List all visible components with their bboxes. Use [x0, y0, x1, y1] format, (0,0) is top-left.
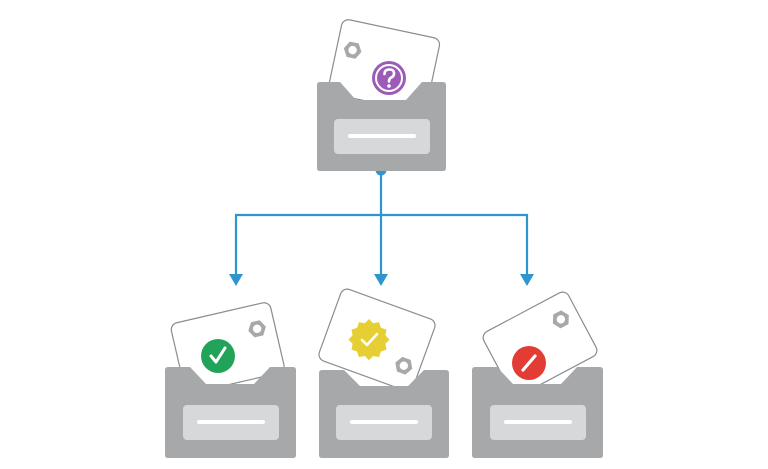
gear-icon — [552, 310, 569, 329]
arrowhead-right — [520, 274, 534, 286]
gear-icon — [248, 320, 266, 338]
arrowheads — [229, 274, 534, 286]
checkmark-icon — [201, 339, 235, 373]
gear-icon — [395, 356, 413, 375]
arrowhead-left — [229, 274, 243, 286]
approved-folder — [165, 302, 296, 458]
rejected-folder — [472, 291, 603, 458]
question-mark-icon — [372, 61, 406, 95]
verified-badge-icon — [348, 319, 390, 361]
blocked-icon — [512, 346, 546, 380]
gear-icon — [343, 41, 362, 59]
arrowhead-center — [374, 274, 388, 286]
connector-lines — [234, 170, 529, 277]
rejected-tag-card — [482, 291, 598, 397]
source-folder — [317, 19, 446, 171]
pending-folder — [318, 288, 449, 458]
